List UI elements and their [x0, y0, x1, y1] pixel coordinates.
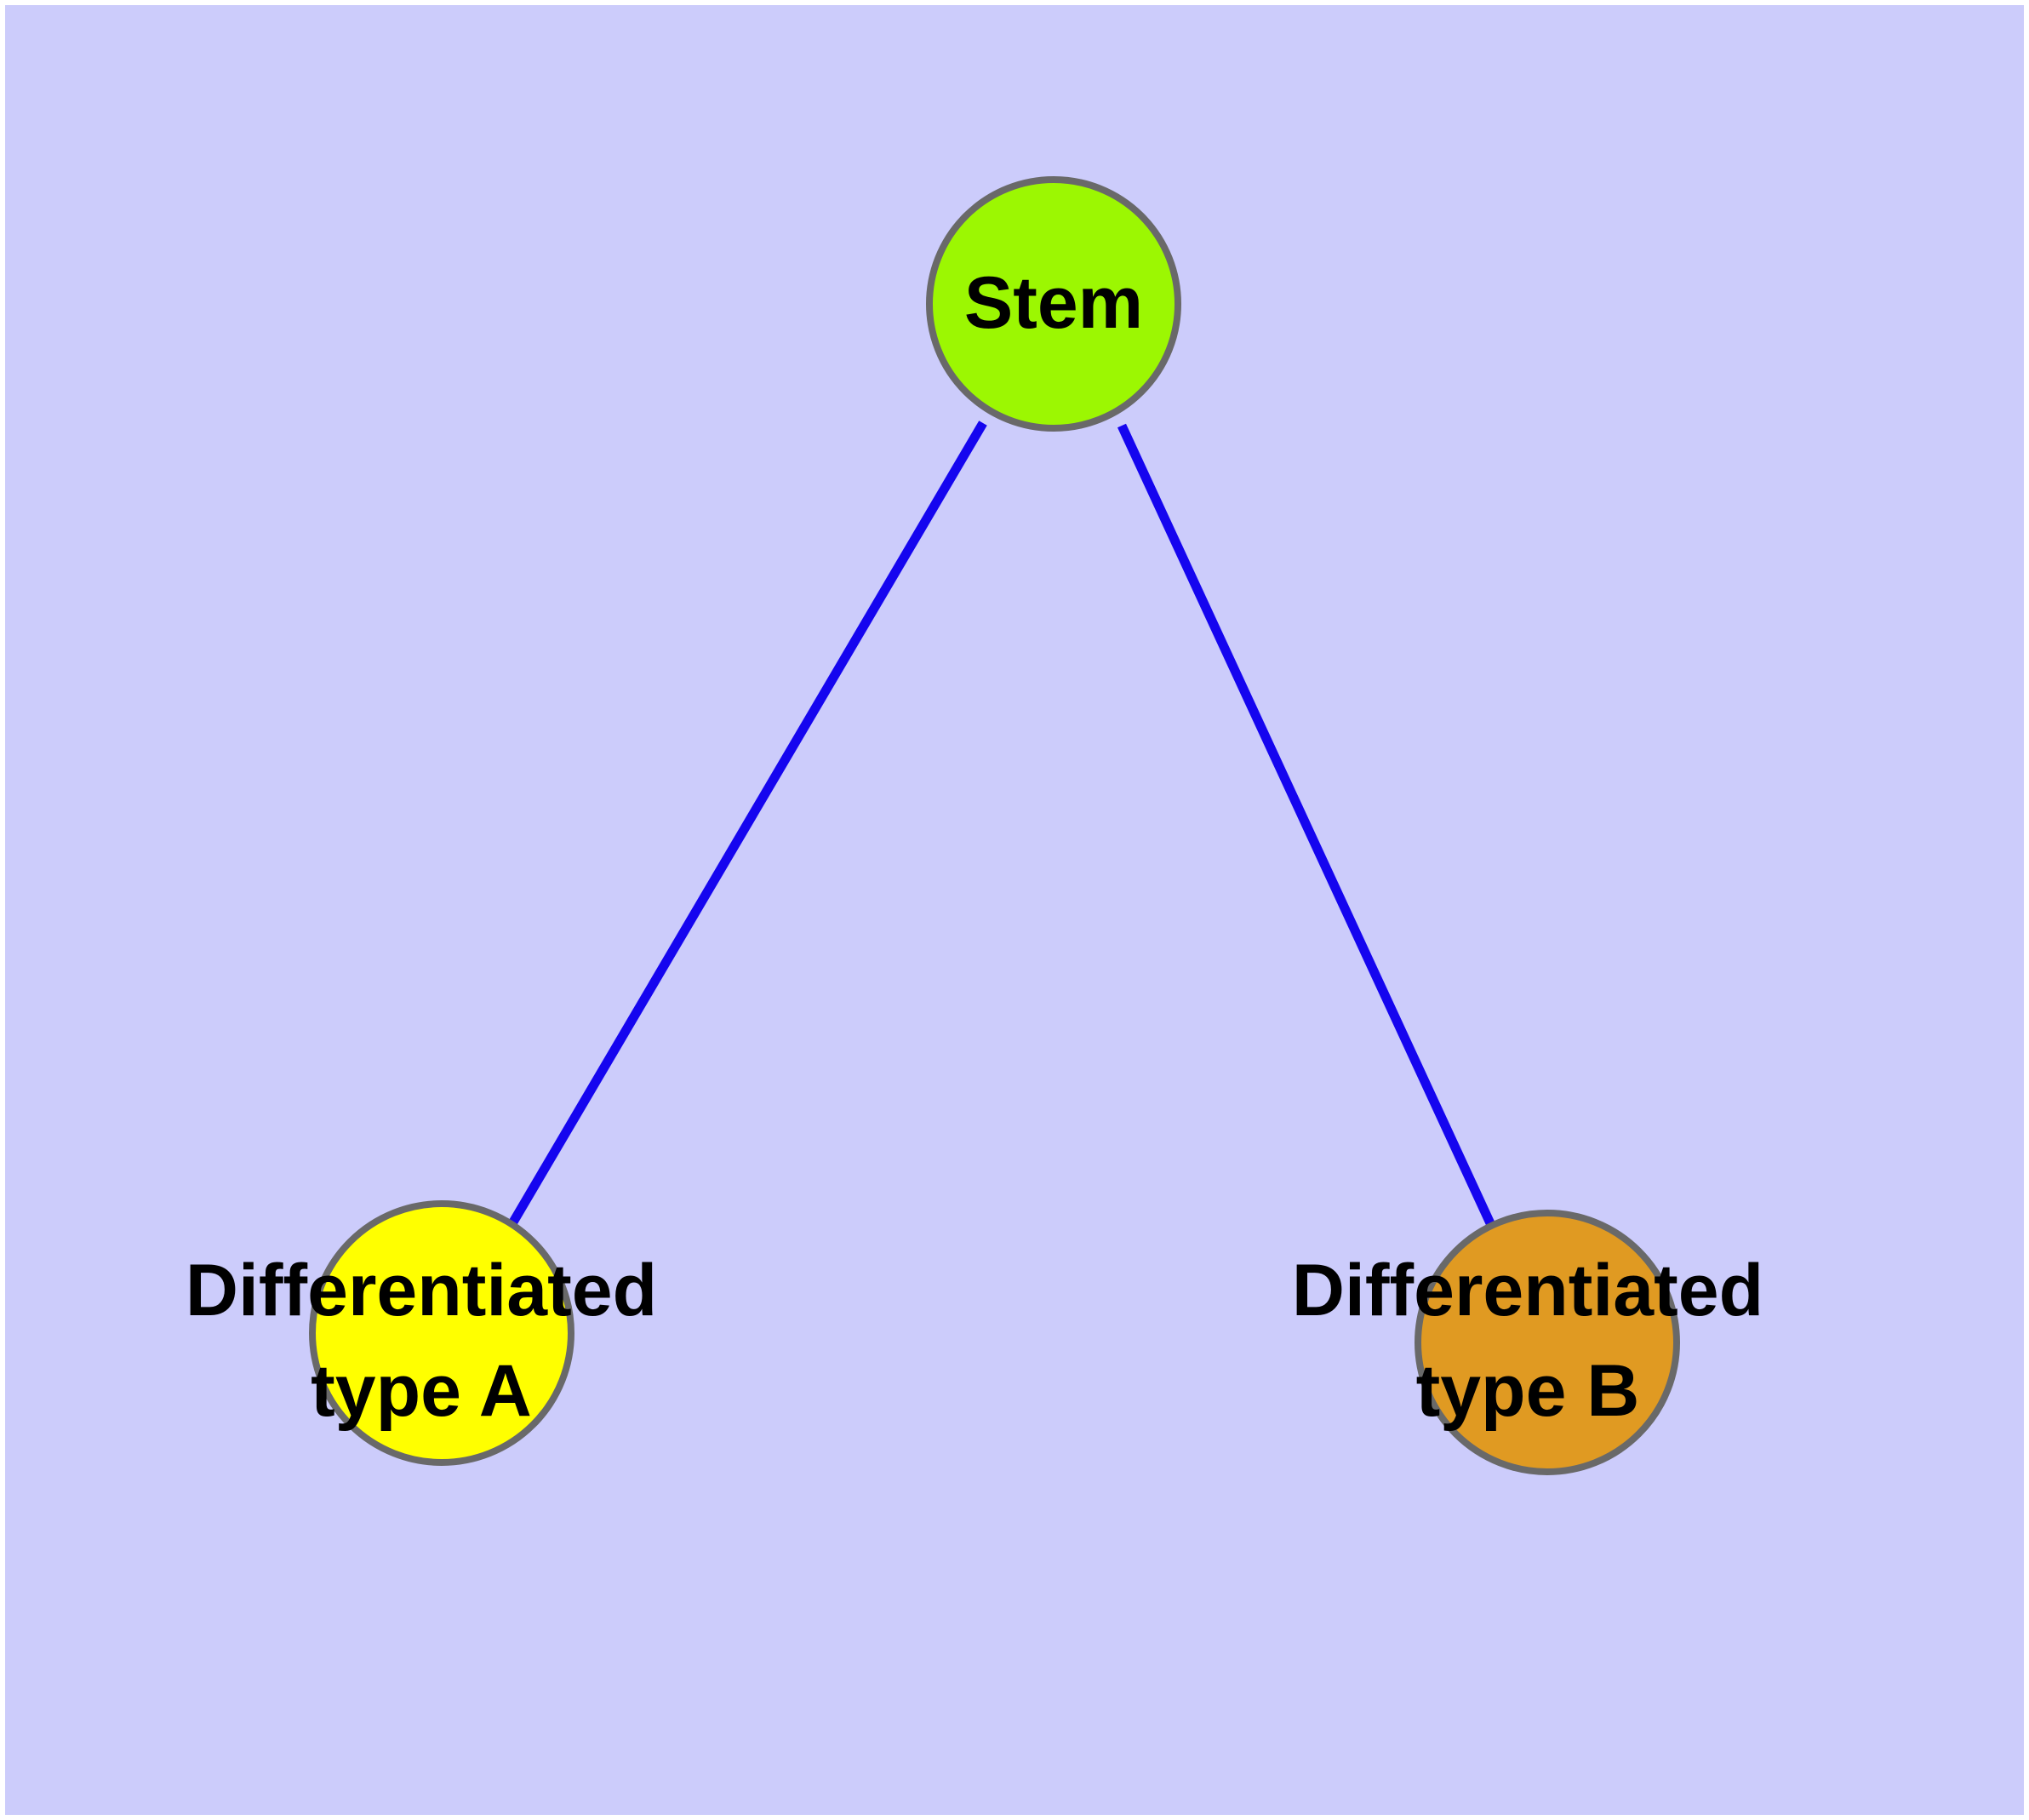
- node-diff-a-label: Differentiated type A: [186, 1250, 657, 1432]
- node-diff-a[interactable]: [309, 1200, 574, 1466]
- node-diff-a-circle[interactable]: [309, 1200, 574, 1466]
- edge-stem-to-diff-b[interactable]: [1117, 423, 1495, 1226]
- node-diff-b[interactable]: [1415, 1210, 1680, 1475]
- node-diff-b-label: Differentiated type B: [1292, 1250, 1763, 1432]
- node-stem-circle[interactable]: [926, 176, 1181, 432]
- edge-stem-to-diff-a[interactable]: [507, 421, 987, 1228]
- node-diff-b-circle[interactable]: [1415, 1210, 1680, 1475]
- node-stem-label: Stem: [964, 262, 1143, 344]
- edge-group: [507, 421, 1495, 1228]
- node-diff-b-label-line-2: type B: [1416, 1350, 1640, 1432]
- node-group: [309, 176, 1680, 1475]
- node-diff-a-label-line-2: type A: [311, 1350, 532, 1432]
- node-diff-b-label-line-1: Differentiated: [1292, 1250, 1763, 1331]
- node-label-group: Stem Differentiated type A Differentiate…: [186, 262, 1763, 1432]
- node-diff-a-label-line-1: Differentiated: [186, 1250, 657, 1331]
- node-stem[interactable]: [926, 176, 1181, 432]
